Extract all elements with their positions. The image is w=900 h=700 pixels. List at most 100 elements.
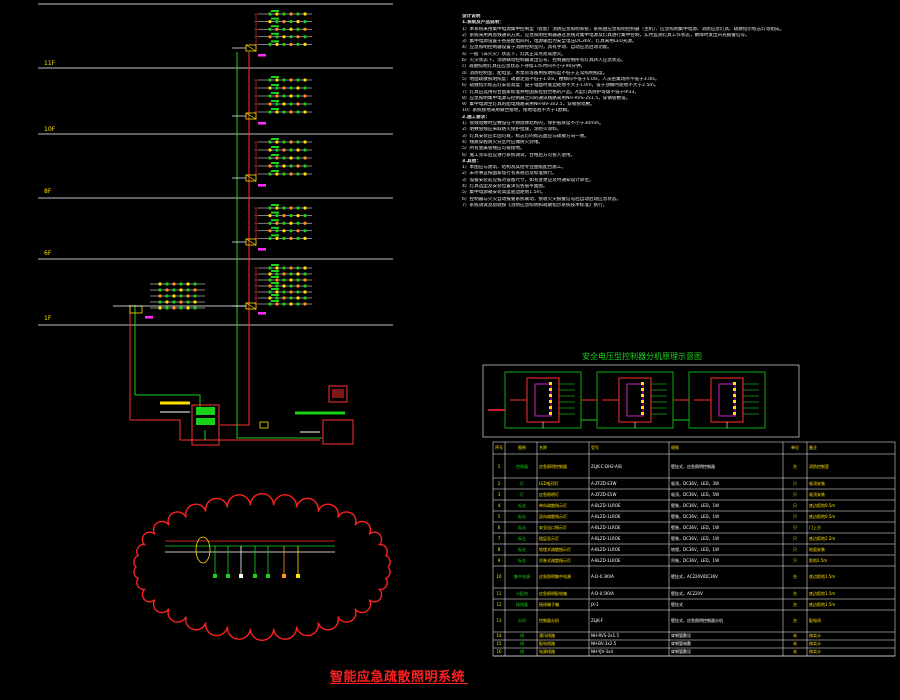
note-line: 2）系统采用两总线通讯方式，应急照明控制器通过总线对集中电源及灯具进行集中控制，… xyxy=(462,32,750,38)
legend-cell-num: 10 xyxy=(496,574,502,579)
panel-diagrams xyxy=(482,364,800,438)
legend-cell-sym: 线 xyxy=(520,641,524,646)
note-line: 1）本系统采用集中电源集中控制型（智能）消防应急照明系统，系统由应急照明控制器（… xyxy=(462,26,785,32)
legend-cell-model: A-BLZD-1LROE xyxy=(591,557,621,563)
note-line: 4）灯具选型及安装位置详见各层平面图。 xyxy=(462,184,548,190)
legend-cell-note: 按实计 xyxy=(809,649,821,654)
legend-cell-spec: 穿钢管敷设 xyxy=(671,633,691,638)
legend-cell-name: 吊装式疏散指示灯 xyxy=(539,557,571,563)
legend-cell-note: 配电间 xyxy=(809,618,821,623)
legend-cell-spec: 壁挂式，AC220V/DC36V xyxy=(671,574,718,579)
note-line: 3.其他： xyxy=(462,158,481,164)
legend-cell-unit: 米 xyxy=(793,633,797,638)
note-line: 2.施工要求： xyxy=(462,114,490,120)
legend-cell-spec: 吸顶，DC36V，LED，3W xyxy=(671,480,720,486)
legend-cell-note: 按实计 xyxy=(809,641,821,646)
legend-cell-unit: 台 xyxy=(793,590,797,596)
legend-cell-unit: 只 xyxy=(793,502,797,508)
note-line: 6）疏散指示标志灯安装高度：设于墙面时底边距地不大于1.0m，设于顶棚时距地不大… xyxy=(462,83,659,89)
legend-cell-model: JX-1 xyxy=(591,601,599,607)
legend-cell-note: 距地2.5m xyxy=(809,557,828,563)
legend-header-model: 型号 xyxy=(591,445,599,450)
floor-device-group xyxy=(232,76,312,125)
panel-diagram-unit xyxy=(504,371,582,429)
note-line: 4）线路穿越防火分区时应做防火封堵。 xyxy=(462,139,544,145)
note-line: 6）施工完毕后应进行系统调试，合格后方可投入使用。 xyxy=(462,152,576,158)
legend-cell-name: 应急照明集中电源 xyxy=(539,574,571,579)
legend-header-sym: 图例 xyxy=(518,445,526,450)
legend-cell-sym: 标志 xyxy=(518,557,526,563)
legend-cell-unit: 台 xyxy=(793,464,797,469)
legend-cell-model: A-D-0.3KVA xyxy=(591,574,614,579)
legend-grid xyxy=(492,441,896,657)
note-line: 5）所有金属管线应可靠接地。 xyxy=(462,146,525,152)
legend-cell-name: 控制器分机 xyxy=(539,618,559,623)
legend-cell-model: A-BLZD-1LROE xyxy=(591,524,621,530)
legend-cell-name: 安全出口指示灯 xyxy=(539,524,567,530)
legend-cell-name: 单向疏散指示灯 xyxy=(539,502,567,508)
note-line: 5）地面疏散照明照度：疏散走道不低于1.0lx，楼梯间不低于5.0lx，人员密集… xyxy=(462,76,660,82)
legend-cell-spec: 壁挂式，AC220V xyxy=(671,590,703,596)
legend-cell-sym: 接线盒 xyxy=(516,601,528,607)
legend-cell-name: 配电线路 xyxy=(539,641,555,646)
legend-cell-model: NH-RVS-2x1.5 xyxy=(591,633,619,638)
legend-cell-spec: 吸顶，DC36V，LED，5W xyxy=(671,491,720,497)
legend-cell-unit: 只 xyxy=(793,524,797,530)
legend-cell-spec: 穿钢管暗敷 xyxy=(671,641,691,646)
legend-header-num: 序号 xyxy=(495,445,503,450)
legend-cell-name: 双向疏散指示灯 xyxy=(539,513,567,519)
legend-cell-num: 5 xyxy=(497,513,501,519)
legend-cell-name: 接线端子箱 xyxy=(539,601,559,607)
legend-cell-sym: 线 xyxy=(520,649,524,654)
legend-cell-num: 14 xyxy=(496,633,502,638)
note-line: a）一般（非火灾）状态下，灯具正常点亮或熄灭。 xyxy=(462,51,566,57)
legend-cell-model: NH-BV-3x2.5 xyxy=(591,641,617,646)
legend-cell-spec: 壁装，DC36V，LED，1W xyxy=(671,535,720,541)
legend-cell-spec: 壁装，DC36V，LED，1W xyxy=(671,524,720,530)
legend-header-name: 名称 xyxy=(539,445,547,450)
riser-lines xyxy=(129,52,250,420)
legend-cell-sym: 线 xyxy=(520,633,524,638)
legend-cell-model: ZLJK-F xyxy=(591,618,604,623)
legend-cell-model: A-BLZD-1LROE xyxy=(591,535,621,541)
legend-cell-unit: 只 xyxy=(793,491,797,497)
note-line: 1）本图应与建筑、结构及其他专业图纸配合施工。 xyxy=(462,165,566,171)
legend-cell-num: 15 xyxy=(496,641,502,646)
note-line: 7）系统调试及验收按《消防应急照明和疏散指示系统技术标准》执行。 xyxy=(462,202,608,208)
floor-device-group xyxy=(232,138,312,187)
note-line: 3）灯具安装应牢固可靠，标志灯的标志面应与疏散方向一致。 xyxy=(462,133,589,139)
legend-cell-spec: 壁装，DC36V，LED，1W xyxy=(671,513,720,519)
title-underline xyxy=(330,683,468,684)
note-line: 8）应急照明集中电源与控制器之间的通讯线路采用NH-RVS-2x1.5，穿钢管敷… xyxy=(462,95,631,101)
floor-label-8f: 8F xyxy=(44,188,52,195)
panel-diagram-unit xyxy=(596,371,674,429)
legend-cell-model: A-BLZD-1LROE xyxy=(591,502,621,508)
panel-diagram-title: 安全电压型控制器分机原理示意图 xyxy=(582,352,702,361)
legend-cell-num: 11 xyxy=(496,590,502,596)
legend-cell-num: 9 xyxy=(497,557,501,563)
legend-cell-num: 7 xyxy=(497,535,501,541)
legend-cell-note: 底边距地1.5m xyxy=(809,590,836,596)
note-line: 5）集中电源箱安装高度底边距地1.5m。 xyxy=(462,190,546,196)
legend-cell-model: A-D-0.5KVA xyxy=(591,590,614,596)
legend-cell-spec: 壁挂式，应急照明控制器分机 xyxy=(671,618,723,623)
legend-cell-note: 底边距地0.5m xyxy=(809,513,836,519)
legend-cell-note: 吸顶安装 xyxy=(809,491,825,497)
legend-cell-model: A-ZFZD-E5W xyxy=(591,491,617,497)
legend-header-note: 备注 xyxy=(809,445,817,450)
legend-cell-unit: 只 xyxy=(793,535,797,541)
legend-cell-note: 按实计 xyxy=(809,633,821,638)
legend-cell-name: LED吸顶灯 xyxy=(539,480,559,486)
note-line: 4）应急照明控制器设置于消防控制室内，具有手动、自动应急启动功能。 xyxy=(462,45,612,51)
floor-device-groups xyxy=(113,10,312,319)
legend-cell-name: 应急照明灯 xyxy=(539,491,559,497)
floor-lines xyxy=(38,3,393,326)
legend-cell-note: 地面安装 xyxy=(809,546,825,552)
note-line: 2）未尽事宜按国家现行有关规范及标准执行。 xyxy=(462,171,557,177)
control-cables xyxy=(130,385,322,441)
legend-cell-model: A-ZFZD-E3W xyxy=(591,480,617,486)
drawing-title: 智能应急疏散照明系统 xyxy=(330,670,466,685)
legend-cell-num: 8 xyxy=(497,546,501,552)
